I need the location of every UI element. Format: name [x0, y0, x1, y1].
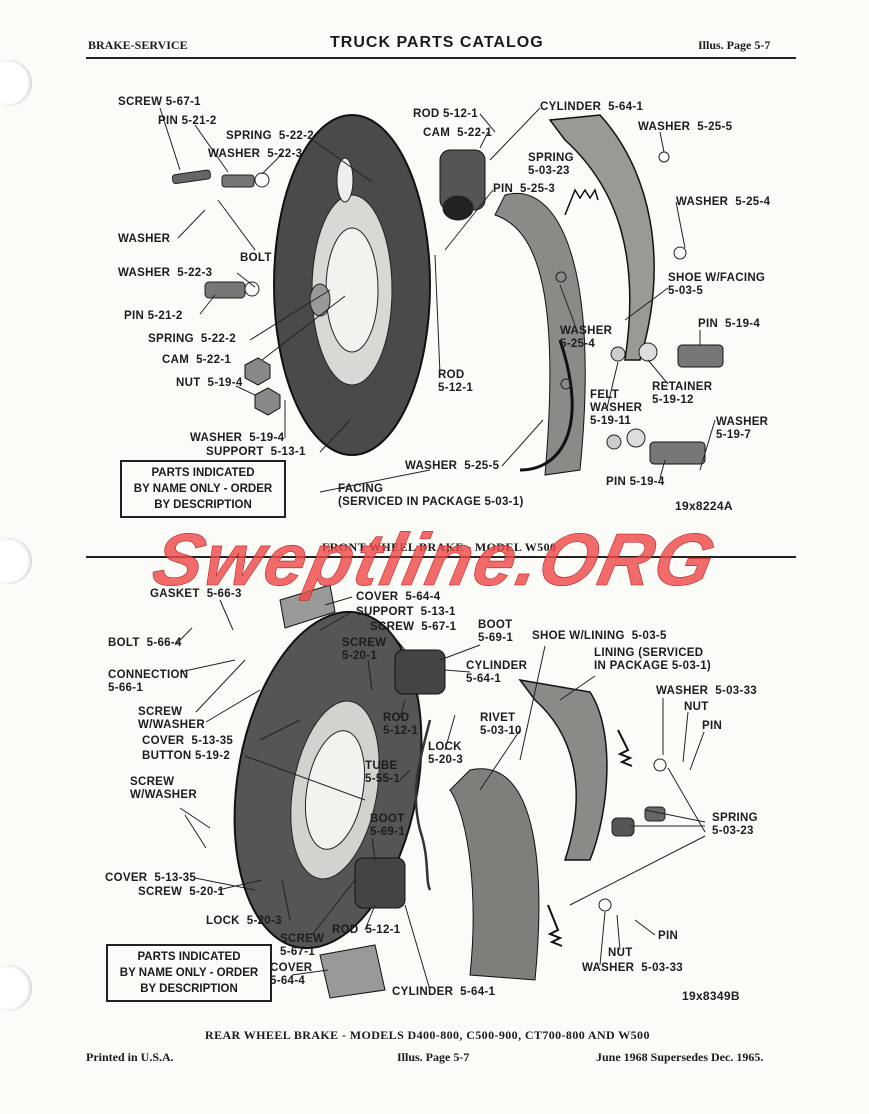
label-washer-5-03-33-top: WASHER 5-03-33 — [656, 685, 758, 697]
label-tube-5-55-1: TUBE 5-55-1 — [365, 760, 401, 785]
notice-line-3: BY DESCRIPTION — [140, 983, 238, 995]
label-lining: LINING (SERVICED IN PACKAGE 5-03-1) — [594, 647, 712, 672]
label-spring-5-03-23: SPRING 5-03-23 — [528, 152, 574, 177]
label-washer-5-25-5-top: WASHER 5-25-5 — [638, 121, 733, 133]
watermark-text: Sweptline.ORG — [146, 518, 724, 601]
label-screw-5-67-1: SCREW 5-67-1 — [118, 96, 201, 108]
label-nut-top: NUT — [684, 701, 709, 713]
label-facing: FACING (SERVICED IN PACKAGE 5-03-1) — [338, 483, 524, 508]
label-nut-bottom: NUT — [608, 947, 633, 959]
label-washer: WASHER — [118, 233, 171, 245]
label-washer-5-25-4: WASHER 5-25-4 — [560, 325, 613, 350]
label-screw-5-20-1: SCREW 5-20-1 — [138, 886, 225, 898]
footer-page-ref: Illus. Page 5-7 — [397, 1050, 470, 1064]
label-support-5-13-1: SUPPORT 5-13-1 — [356, 606, 456, 618]
label-screw-5-67-1-top: SCREW 5-67-1 — [370, 621, 457, 633]
rear-figure-number: 19x8349B — [682, 989, 740, 1003]
label-rod-5-12-1: ROD 5-12-1 — [438, 369, 474, 394]
section-rule — [86, 556, 796, 558]
rear-lining — [449, 768, 540, 981]
label-cylinder-5-64-1: CYLINDER 5-64-1 — [540, 101, 644, 113]
label-felt-washer: FELT WASHER 5-19-11 — [590, 389, 643, 427]
label-lock-5-20-3: LOCK 5-20-3 — [206, 915, 282, 927]
label-spring-5-22-2: SPRING 5-22-2 — [148, 333, 236, 345]
footer-date: June 1968 Supersedes Dec. 1965. — [596, 1050, 764, 1064]
label-screw-5-67-1: SCREW 5-67-1 — [280, 933, 325, 958]
label-gasket-5-66-3: GASKET 5-66-3 — [150, 588, 242, 600]
label-shoe-w-lining: SHOE W/LINING 5-03-5 — [532, 630, 667, 642]
label-nut-5-19-4: NUT 5-19-4 — [176, 377, 243, 389]
notice-line-1: PARTS INDICATED — [151, 467, 255, 479]
label-rod-5-12-1-top: ROD 5-12-1 — [383, 712, 419, 737]
front-figure-number: 19x8224A — [675, 499, 733, 513]
label-bolt-5-66-4: BOLT 5-66-4 — [108, 637, 182, 649]
rear-shoe — [518, 678, 608, 861]
header-rule — [86, 57, 796, 59]
label-washer-5-25-4-right: WASHER 5-25-4 — [676, 196, 771, 208]
page-title: TRUCK PARTS CATALOG — [330, 34, 544, 51]
label-cover-5-13-35-top: COVER 5-13-35 — [142, 735, 234, 747]
label-pin-5-19-4-right: PIN 5-19-4 — [698, 318, 761, 330]
rear-caption: REAR WHEEL BRAKE - MODELS D400-800, C500… — [205, 1028, 650, 1042]
label-support-5-13-1: SUPPORT 5-13-1 — [206, 446, 306, 458]
front-caption: FRONT WHEEL BRAKE - MODEL W500 — [322, 540, 557, 554]
label-connection-5-66-1: CONNECTION 5-66-1 — [108, 669, 189, 694]
label-rod-5-12-1-top: ROD 5-12-1 — [413, 108, 478, 120]
front-parts-notice: PARTS INDICATED BY NAME ONLY - ORDER BY … — [120, 460, 286, 518]
label-cylinder-5-64-1: CYLINDER 5-64-1 — [392, 986, 496, 998]
label-lock-5-20-3-top: LOCK 5-20-3 — [428, 741, 464, 766]
label-washer-5-19-7: WASHER 5-19-7 — [716, 416, 769, 441]
footer-printed: Printed in U.S.A. — [86, 1050, 174, 1064]
label-shoe-w-facing: SHOE W/FACING 5-03-5 — [668, 272, 766, 297]
label-screw-w-washer: SCREW W/WASHER — [130, 776, 197, 801]
label-boot-5-69-1-top: BOOT 5-69-1 — [478, 619, 514, 644]
front-facing — [494, 193, 586, 476]
label-retainer-5-19-12: RETAINER 5-19-12 — [652, 381, 713, 406]
label-pin-top: PIN — [702, 720, 723, 732]
label-rivet-5-03-10: RIVET 5-03-10 — [480, 712, 522, 737]
header-section: BRAKE-SERVICE — [88, 38, 188, 52]
rear-parts-notice: PARTS INDICATED BY NAME ONLY - ORDER BY … — [106, 944, 272, 1002]
front-shoe — [548, 114, 655, 361]
label-pin-5-21-2-top: PIN 5-21-2 — [158, 115, 217, 127]
label-rod-5-12-1: ROD 5-12-1 — [332, 924, 401, 936]
rear-cover-bottom — [319, 944, 386, 999]
label-cam-5-22-1-lower: CAM 5-22-1 — [162, 354, 232, 366]
rear-wheel-cylinder-upper — [394, 649, 446, 695]
label-spring-5-22-2-top: SPRING 5-22-2 — [226, 130, 314, 142]
label-screw-w-washer-top: SCREW W/WASHER — [138, 706, 205, 731]
rear-wheel-cylinder-lower — [354, 857, 406, 909]
notice-line-1: PARTS INDICATED — [137, 951, 241, 963]
label-washer-5-03-33: WASHER 5-03-33 — [582, 962, 684, 974]
label-spring-5-03-23: SPRING 5-03-23 — [712, 812, 758, 837]
label-pin-bottom: PIN — [658, 930, 679, 942]
label-cover-5-13-35: COVER 5-13-35 — [105, 872, 197, 884]
label-cam-5-22-1-top: CAM 5-22-1 — [423, 127, 493, 139]
label-cylinder-5-64-1-top: CYLINDER 5-64-1 — [466, 660, 528, 685]
label-screw-5-20-1-top: SCREW 5-20-1 — [342, 637, 387, 662]
label-washer-5-22-3-top: WASHER 5-22-3 — [208, 148, 303, 160]
notice-line-2: BY NAME ONLY - ORDER — [133, 483, 273, 495]
label-button-5-19-2: BUTTON 5-19-2 — [142, 750, 231, 762]
rear-cover-top — [279, 584, 336, 629]
notice-line-2: BY NAME ONLY - ORDER — [119, 967, 259, 979]
label-washer-5-25-5: WASHER 5-25-5 — [405, 460, 500, 472]
label-bolt: BOLT — [240, 252, 272, 264]
label-pin-5-21-2: PIN 5-21-2 — [124, 310, 183, 322]
notice-line-3: BY DESCRIPTION — [154, 499, 252, 511]
label-washer-5-19-4: WASHER 5-19-4 — [190, 432, 285, 444]
label-pin-5-19-4-bottom: PIN 5-19-4 — [606, 476, 665, 488]
label-boot-5-69-1: BOOT 5-69-1 — [370, 813, 406, 838]
label-cover-5-64-4: COVER 5-64-4 — [270, 962, 313, 987]
label-cover-5-64-4-top: COVER 5-64-4 — [356, 591, 441, 603]
label-washer-5-22-3: WASHER 5-22-3 — [118, 267, 213, 279]
label-pin-5-25-3: PIN 5-25-3 — [493, 183, 556, 195]
header-page-ref: Illus. Page 5-7 — [698, 38, 771, 52]
